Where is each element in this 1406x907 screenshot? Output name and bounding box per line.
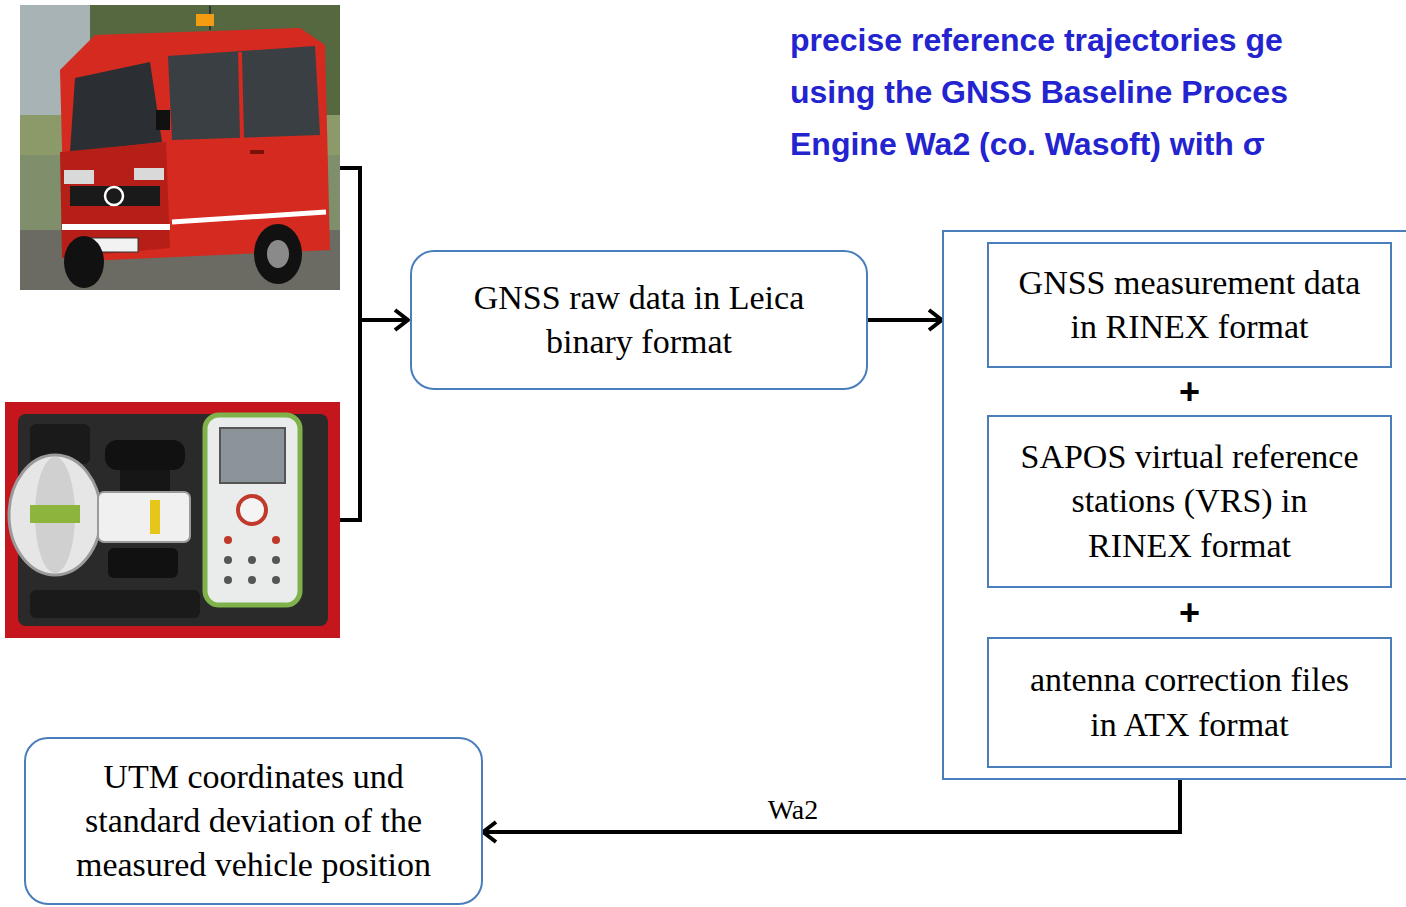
input-bracket [340, 168, 408, 520]
van-photo [172, 212, 326, 222]
van-photo [105, 187, 123, 205]
gnss-case-photo [272, 576, 280, 584]
van-photo [64, 170, 94, 184]
van-photo [70, 186, 160, 206]
van-photo [267, 240, 289, 268]
box-text: GNSS raw data in Leica binary format [459, 276, 819, 364]
gnss-case-photo [105, 440, 185, 470]
process-box: GNSS raw data in Leica binary format [410, 250, 868, 390]
flow-arrow [868, 318, 942, 322]
gnss-case-photo [272, 556, 280, 564]
gnss-case-photo [120, 470, 170, 492]
gnss-case-photo [9, 455, 101, 575]
gnss-case-photo [98, 492, 190, 542]
van-photo [134, 168, 164, 180]
gnss-case-photo [108, 548, 178, 578]
group-box: GNSS measurement data in RINEX formatSAP… [942, 230, 1406, 780]
box-text: GNSS measurement data in RINEX format [1010, 261, 1370, 349]
box-text: SAPOS virtual reference stations (VRS) i… [1018, 435, 1361, 568]
gnss-case-photo [224, 536, 232, 544]
flow-arrow [483, 780, 1180, 832]
result-box: UTM coordinates und standard deviation o… [24, 737, 483, 905]
gnss-case-photo [5, 402, 340, 638]
input-file-box: SAPOS virtual reference stations (VRS) i… [987, 415, 1392, 588]
gnss-case-photo [224, 556, 232, 564]
plus-sign: + [1179, 595, 1200, 631]
gnss-case-photo [30, 590, 200, 618]
edge-label: Wa2 [765, 795, 822, 826]
gnss-case-photo [220, 428, 285, 483]
van-photo [156, 110, 170, 130]
van-photo [254, 224, 302, 284]
van-photo [62, 224, 170, 230]
van-photo [240, 52, 242, 138]
gnss-case-photo [238, 496, 266, 524]
box-text: UTM coordinates und standard deviation o… [64, 755, 444, 888]
gnss-case-photo [150, 500, 160, 534]
gnss-case-photo [30, 505, 80, 523]
box-text: antenna correction files in ATX format [1025, 658, 1355, 746]
gnss-case-photo [18, 414, 328, 626]
gnss-case-photo [248, 576, 256, 584]
gnss-case-photo [272, 536, 280, 544]
van-photo [20, 5, 340, 290]
input-bracket [340, 168, 360, 520]
gnss-case-photo [205, 415, 300, 605]
van-photo [60, 28, 330, 262]
van-photo [250, 150, 264, 154]
slide-title: precise reference trajectories ge using … [790, 14, 1325, 170]
van-photo [168, 46, 320, 140]
van-photo [196, 14, 214, 26]
input-file-box: antenna correction files in ATX format [987, 637, 1392, 768]
van-photo [64, 236, 104, 288]
input-file-box: GNSS measurement data in RINEX format [987, 242, 1392, 368]
plus-sign: + [1179, 374, 1200, 410]
van-photo [70, 62, 162, 152]
gnss-case-photo [224, 576, 232, 584]
gnss-case-photo [5, 402, 340, 638]
van-photo [20, 5, 340, 290]
gnss-case-photo [248, 556, 256, 564]
input-bracket [360, 318, 408, 322]
